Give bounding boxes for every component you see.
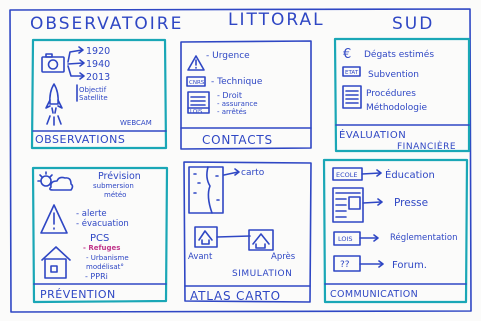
arrow-carto-head bbox=[234, 168, 240, 176]
tag-cnrs bbox=[186, 76, 206, 87]
tag-ecole-label: ECOLE bbox=[336, 171, 358, 179]
label-avant: Avant bbox=[188, 252, 213, 262]
house-before-icon bbox=[194, 226, 218, 248]
label-presse: Presse bbox=[394, 197, 428, 209]
label-urgence: - Urgence bbox=[206, 51, 250, 61]
panel-observations: 1920 1940 2013 Objectif Satellite WEBCAM… bbox=[30, 38, 168, 150]
panel-evaluation-frame bbox=[333, 37, 471, 153]
header-title-littoral: LITTORAL bbox=[228, 10, 325, 30]
panel-contacts: - Urgence CNRS - Technique LOIS - Droit … bbox=[180, 40, 312, 150]
label-evacuation: - évacuation bbox=[76, 218, 129, 229]
connector-before-after bbox=[216, 235, 251, 238]
branch-arrows bbox=[67, 46, 85, 80]
arrow-carto bbox=[223, 171, 239, 176]
tag-etat bbox=[342, 66, 361, 77]
label-refuges: - Refuges bbox=[83, 244, 120, 252]
label-reglementation: Réglementation bbox=[390, 232, 457, 243]
year-1920: 1920 bbox=[86, 46, 110, 57]
label-subvention: Subvention bbox=[368, 70, 419, 80]
label-droit: - Droit bbox=[217, 91, 242, 100]
outer-frame bbox=[9, 8, 472, 313]
label-modelisat: modélisat° bbox=[86, 263, 124, 271]
label-degats: Dégats estimés bbox=[364, 49, 434, 60]
arrow-presse bbox=[362, 201, 382, 204]
label-pcs: PCS bbox=[90, 233, 109, 244]
panel-prevention: Prévision submersion météo - alerte - év… bbox=[31, 166, 169, 304]
newspaper-icon bbox=[332, 187, 364, 223]
label-satellite: Satellite bbox=[79, 94, 108, 102]
label-methodologie: Méthodologie bbox=[366, 102, 427, 113]
warning-icon bbox=[187, 55, 205, 71]
label-webcam: WEBCAM bbox=[120, 119, 152, 127]
label-objectif: Objectif bbox=[79, 86, 107, 94]
label-simulation: SIMULATION bbox=[232, 269, 292, 279]
label-urbanisme: - Urbanisme bbox=[86, 254, 129, 262]
warning-icon-large bbox=[40, 204, 68, 234]
panel-observations-frame bbox=[30, 38, 168, 150]
tag-lois-communication-label: LOIS bbox=[338, 235, 353, 243]
panel-contacts-frame bbox=[180, 40, 312, 150]
label-forum: Forum. bbox=[392, 260, 427, 271]
panel-evaluation: € Dégats estimés ETAT Subvention Procédu… bbox=[333, 37, 471, 153]
euro-icon: € bbox=[343, 47, 351, 62]
header-title-sud: SUD bbox=[392, 14, 434, 34]
tag-question-label: ?? bbox=[340, 260, 350, 270]
panel-atlas-frame bbox=[183, 161, 312, 303]
tag-etat-label: ETAT bbox=[345, 70, 359, 76]
house-after-icon bbox=[248, 229, 274, 251]
document-lines-icon bbox=[342, 85, 362, 109]
camera-icon bbox=[41, 53, 65, 73]
document-icon bbox=[187, 91, 210, 114]
sun-cloud-icon bbox=[37, 171, 74, 191]
label-arretes: - arrêtés bbox=[217, 108, 247, 116]
arrow-reglementation-head bbox=[373, 234, 379, 242]
year-1940: 1940 bbox=[86, 59, 110, 70]
label-prevision: Prévision bbox=[98, 171, 141, 182]
tag-lois-contacts: LOIS bbox=[190, 109, 203, 115]
label-assurance: - assurance bbox=[217, 100, 258, 108]
panel-communication: ECOLE Éducation Presse LOIS Réglementati… bbox=[322, 158, 469, 304]
label-meteo: météo bbox=[104, 191, 126, 199]
rocket-icon bbox=[45, 83, 63, 126]
house-icon bbox=[41, 246, 71, 279]
header-title-observatoire: OBSERVATOIRE bbox=[30, 14, 183, 34]
arrow-presse-head bbox=[377, 198, 383, 206]
arrow-education-head bbox=[376, 169, 382, 177]
label-submersion: submersion bbox=[93, 182, 134, 190]
map-icon bbox=[188, 166, 224, 214]
panel-prevention-title: PRÉVENTION bbox=[40, 288, 116, 301]
arrow-forum-head bbox=[378, 260, 384, 268]
year-2013: 2013 bbox=[86, 72, 110, 83]
panel-atlas: carto Avant Après SIMULATION ATLAS CARTO bbox=[183, 161, 312, 303]
panel-contacts-title: CONTACTS bbox=[202, 133, 273, 147]
label-alerte: - alerte bbox=[76, 209, 107, 219]
panel-communication-title: COMMUNICATION bbox=[330, 289, 418, 300]
arrow-education bbox=[361, 172, 381, 175]
label-carto: carto bbox=[241, 168, 265, 178]
panel-prevention-frame bbox=[31, 166, 169, 304]
panel-evaluation-title2: FINANCIÈRE bbox=[397, 140, 456, 152]
panel-evaluation-title: ÉVALUATION bbox=[339, 128, 406, 141]
panel-communication-frame bbox=[322, 158, 469, 304]
label-ppri: - PPRi bbox=[85, 272, 108, 281]
label-apres: Après bbox=[271, 251, 296, 262]
label-technique: - Technique bbox=[211, 77, 263, 87]
label-procedures: Procédures bbox=[366, 88, 416, 99]
label-education: Éducation bbox=[385, 168, 435, 181]
panel-observations-title: OBSERVATIONS bbox=[35, 133, 125, 146]
tag-cnrs-label: CNRS bbox=[189, 80, 205, 86]
panel-atlas-title: ATLAS CARTO bbox=[190, 289, 281, 303]
